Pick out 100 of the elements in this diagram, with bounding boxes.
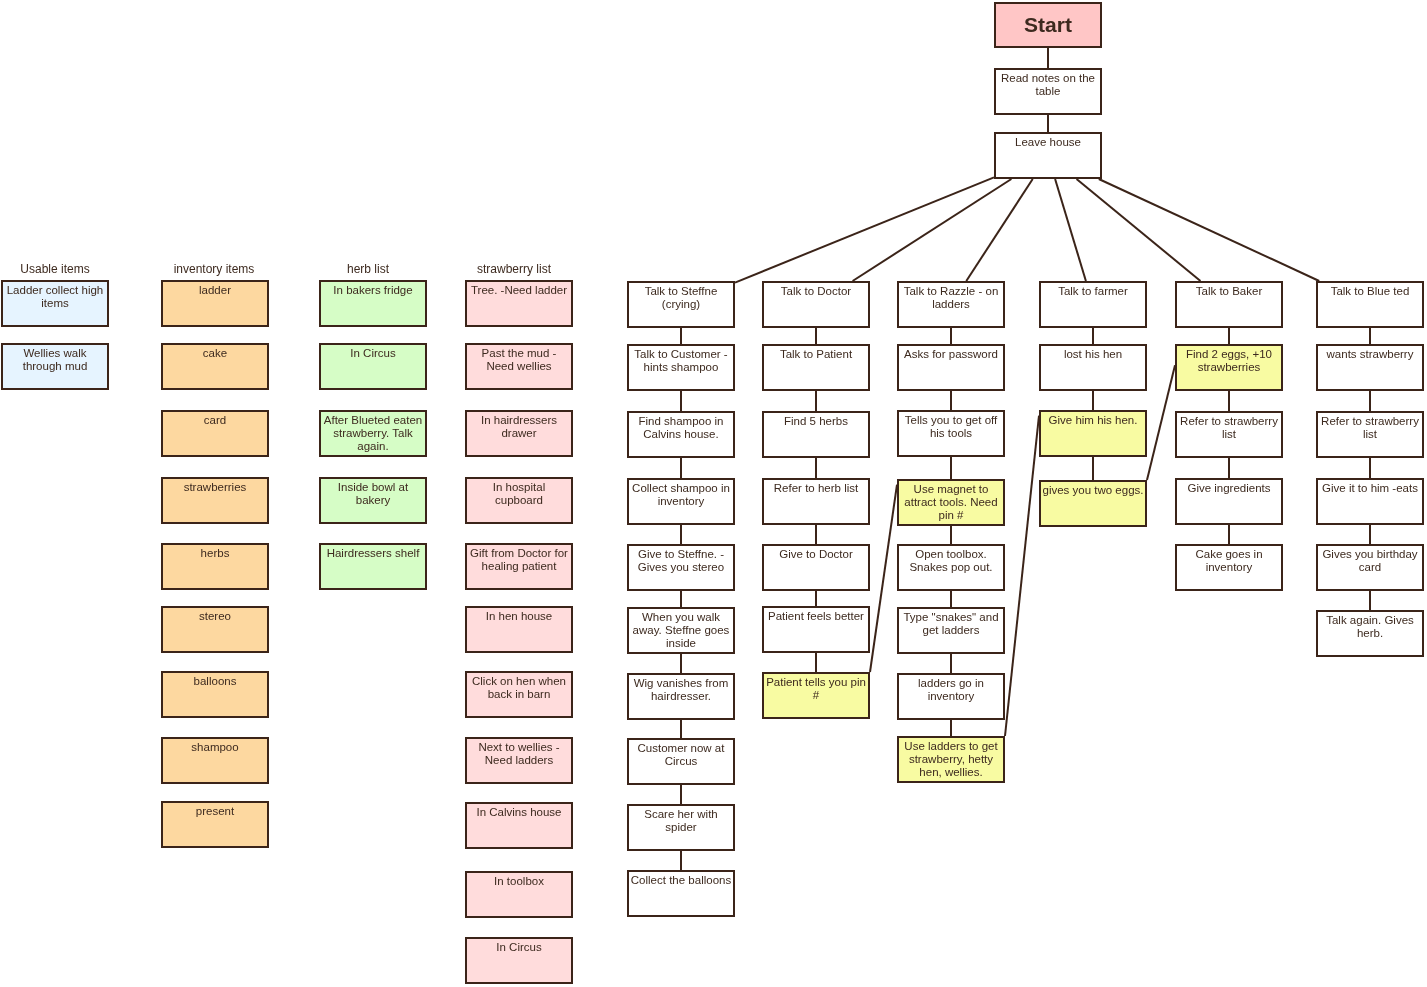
connector-line (1097, 178, 1321, 282)
connector-line (1369, 524, 1371, 545)
inventory-box: shampoo (161, 737, 269, 784)
step-box: Type "snakes" and get ladders (897, 607, 1005, 654)
connector-line (1092, 390, 1094, 411)
step-box: Refer to herb list (762, 478, 870, 525)
step-box: Wig vanishes from hairdresser. (627, 673, 735, 720)
step-box: Collect shampoo in inventory (627, 478, 735, 525)
step-box: Refer to strawberry list (1316, 411, 1424, 458)
step-box: Scare her with spider (627, 804, 735, 851)
key-step-box: Use magnet to attract tools. Need pin # (897, 479, 1005, 526)
connector-line (680, 457, 682, 479)
step-box: Give to Doctor (762, 544, 870, 591)
connector-line (815, 390, 817, 412)
connector-line (680, 590, 682, 608)
connector-line (1369, 457, 1371, 479)
inventory-box: cake (161, 343, 269, 390)
connector-line (734, 176, 995, 284)
connector-line (815, 652, 817, 673)
connector-line (680, 524, 682, 545)
connector-line (815, 524, 817, 545)
connector-line (965, 178, 1034, 282)
herb-location-box: In bakers fridge (319, 280, 427, 327)
connector-line (1075, 178, 1202, 282)
step-box: Find shampoo in Calvins house. (627, 411, 735, 458)
key-step-box: Patient tells you pin # (762, 672, 870, 719)
strawberry-location-box: In hen house (465, 606, 573, 653)
connector-line (1092, 456, 1094, 481)
connector-line (680, 719, 682, 739)
connector-line (950, 456, 952, 480)
inventory-box: present (161, 801, 269, 848)
inventory-box: herbs (161, 543, 269, 590)
connector-line (1369, 590, 1371, 611)
step-box: Asks for password (897, 344, 1005, 391)
strawberry-location-box: In Circus (465, 937, 573, 984)
inventory-box: ladder (161, 280, 269, 327)
step-box: Give it to him -eats (1316, 478, 1424, 525)
item-box: Wellies walk through mud (1, 343, 109, 390)
strawberry-location-box: Next to wellies -Need ladders (465, 737, 573, 784)
step-box: Talk to Customer - hints shampoo (627, 344, 735, 391)
step-box: Give to Steffne. -Gives you stereo (627, 544, 735, 591)
connector-line (950, 327, 952, 345)
connector-line (1047, 47, 1049, 69)
inventory-box: card (161, 410, 269, 457)
item-box: Ladder collect high items (1, 280, 109, 327)
step-box: Talk to Doctor (762, 281, 870, 328)
step-box: When you walk away. Steffne goes inside (627, 607, 735, 654)
herb-location-box: Inside bowl at bakery (319, 477, 427, 524)
connector-line (950, 590, 952, 608)
strawberry-location-box: Past the mud -Need wellies (465, 343, 573, 390)
start-box: Start (994, 2, 1102, 48)
step-box: Talk to Blue ted (1316, 281, 1424, 328)
connector-line (815, 457, 817, 479)
strawberry-location-box: Tree. -Need ladder (465, 280, 573, 327)
step-box: Collect the balloons (627, 870, 735, 917)
step-box: ladders go in inventory (897, 673, 1005, 720)
connector-line (950, 653, 952, 674)
key-step-box: gives you two eggs. (1039, 480, 1147, 527)
step-box: Talk to Steffne (crying) (627, 281, 735, 328)
connector-line (950, 390, 952, 411)
step-box: Talk again. Gives herb. (1316, 610, 1424, 657)
connector-line (1228, 457, 1230, 479)
connector-line (869, 483, 898, 673)
connector-line (815, 327, 817, 345)
key-step-box: Find 2 eggs, +10 strawberries (1175, 344, 1283, 391)
connector-line (851, 178, 1013, 282)
strawberry-location-box: In toolbox (465, 871, 573, 918)
connector-line (1054, 178, 1087, 282)
connector-line (1047, 114, 1049, 133)
key-step-box: Use ladders to get strawberry, hetty hen, wellies. (897, 736, 1005, 783)
herb-location-box: Hairdressers shelf (319, 543, 427, 590)
step-box: Talk to Patient (762, 344, 870, 391)
step-box: Open toolbox. Snakes pop out. (897, 544, 1005, 591)
strawberry-location-box: In hairdressers drawer (465, 410, 573, 457)
key-step-box: Give him his hen. (1039, 410, 1147, 457)
step-box: Customer now at Circus (627, 738, 735, 785)
connector-line (1228, 524, 1230, 545)
connector-line (815, 590, 817, 607)
connector-line (680, 390, 682, 412)
herb-location-box: After Blueted eaten strawberry. Talk again. (319, 410, 427, 457)
step-box: Cake goes in inventory (1175, 544, 1283, 591)
step-box: Talk to Razzle - on ladders (897, 281, 1005, 328)
step-box: Find 5 herbs (762, 411, 870, 458)
step-box: Tells you to get off his tools (897, 410, 1005, 457)
step-box: Refer to strawberry list (1175, 411, 1283, 458)
step-box: Give ingredients (1175, 478, 1283, 525)
connector-line (680, 850, 682, 871)
connector-line (950, 719, 952, 737)
connector-line (1146, 364, 1176, 481)
step-box: lost his hen (1039, 344, 1147, 391)
step-box: Talk to farmer (1039, 281, 1147, 328)
connector-line (1369, 327, 1371, 345)
connector-line (1369, 390, 1371, 412)
step-box: Leave house (994, 132, 1102, 179)
herb-location-box: In Circus (319, 343, 427, 390)
inventory-box: balloons (161, 671, 269, 718)
step-box: Read notes on the table (994, 68, 1102, 115)
connector-line (1228, 327, 1230, 345)
strawberry-location-box: Click on hen when back in barn (465, 671, 573, 718)
step-box: wants strawberry (1316, 344, 1424, 391)
